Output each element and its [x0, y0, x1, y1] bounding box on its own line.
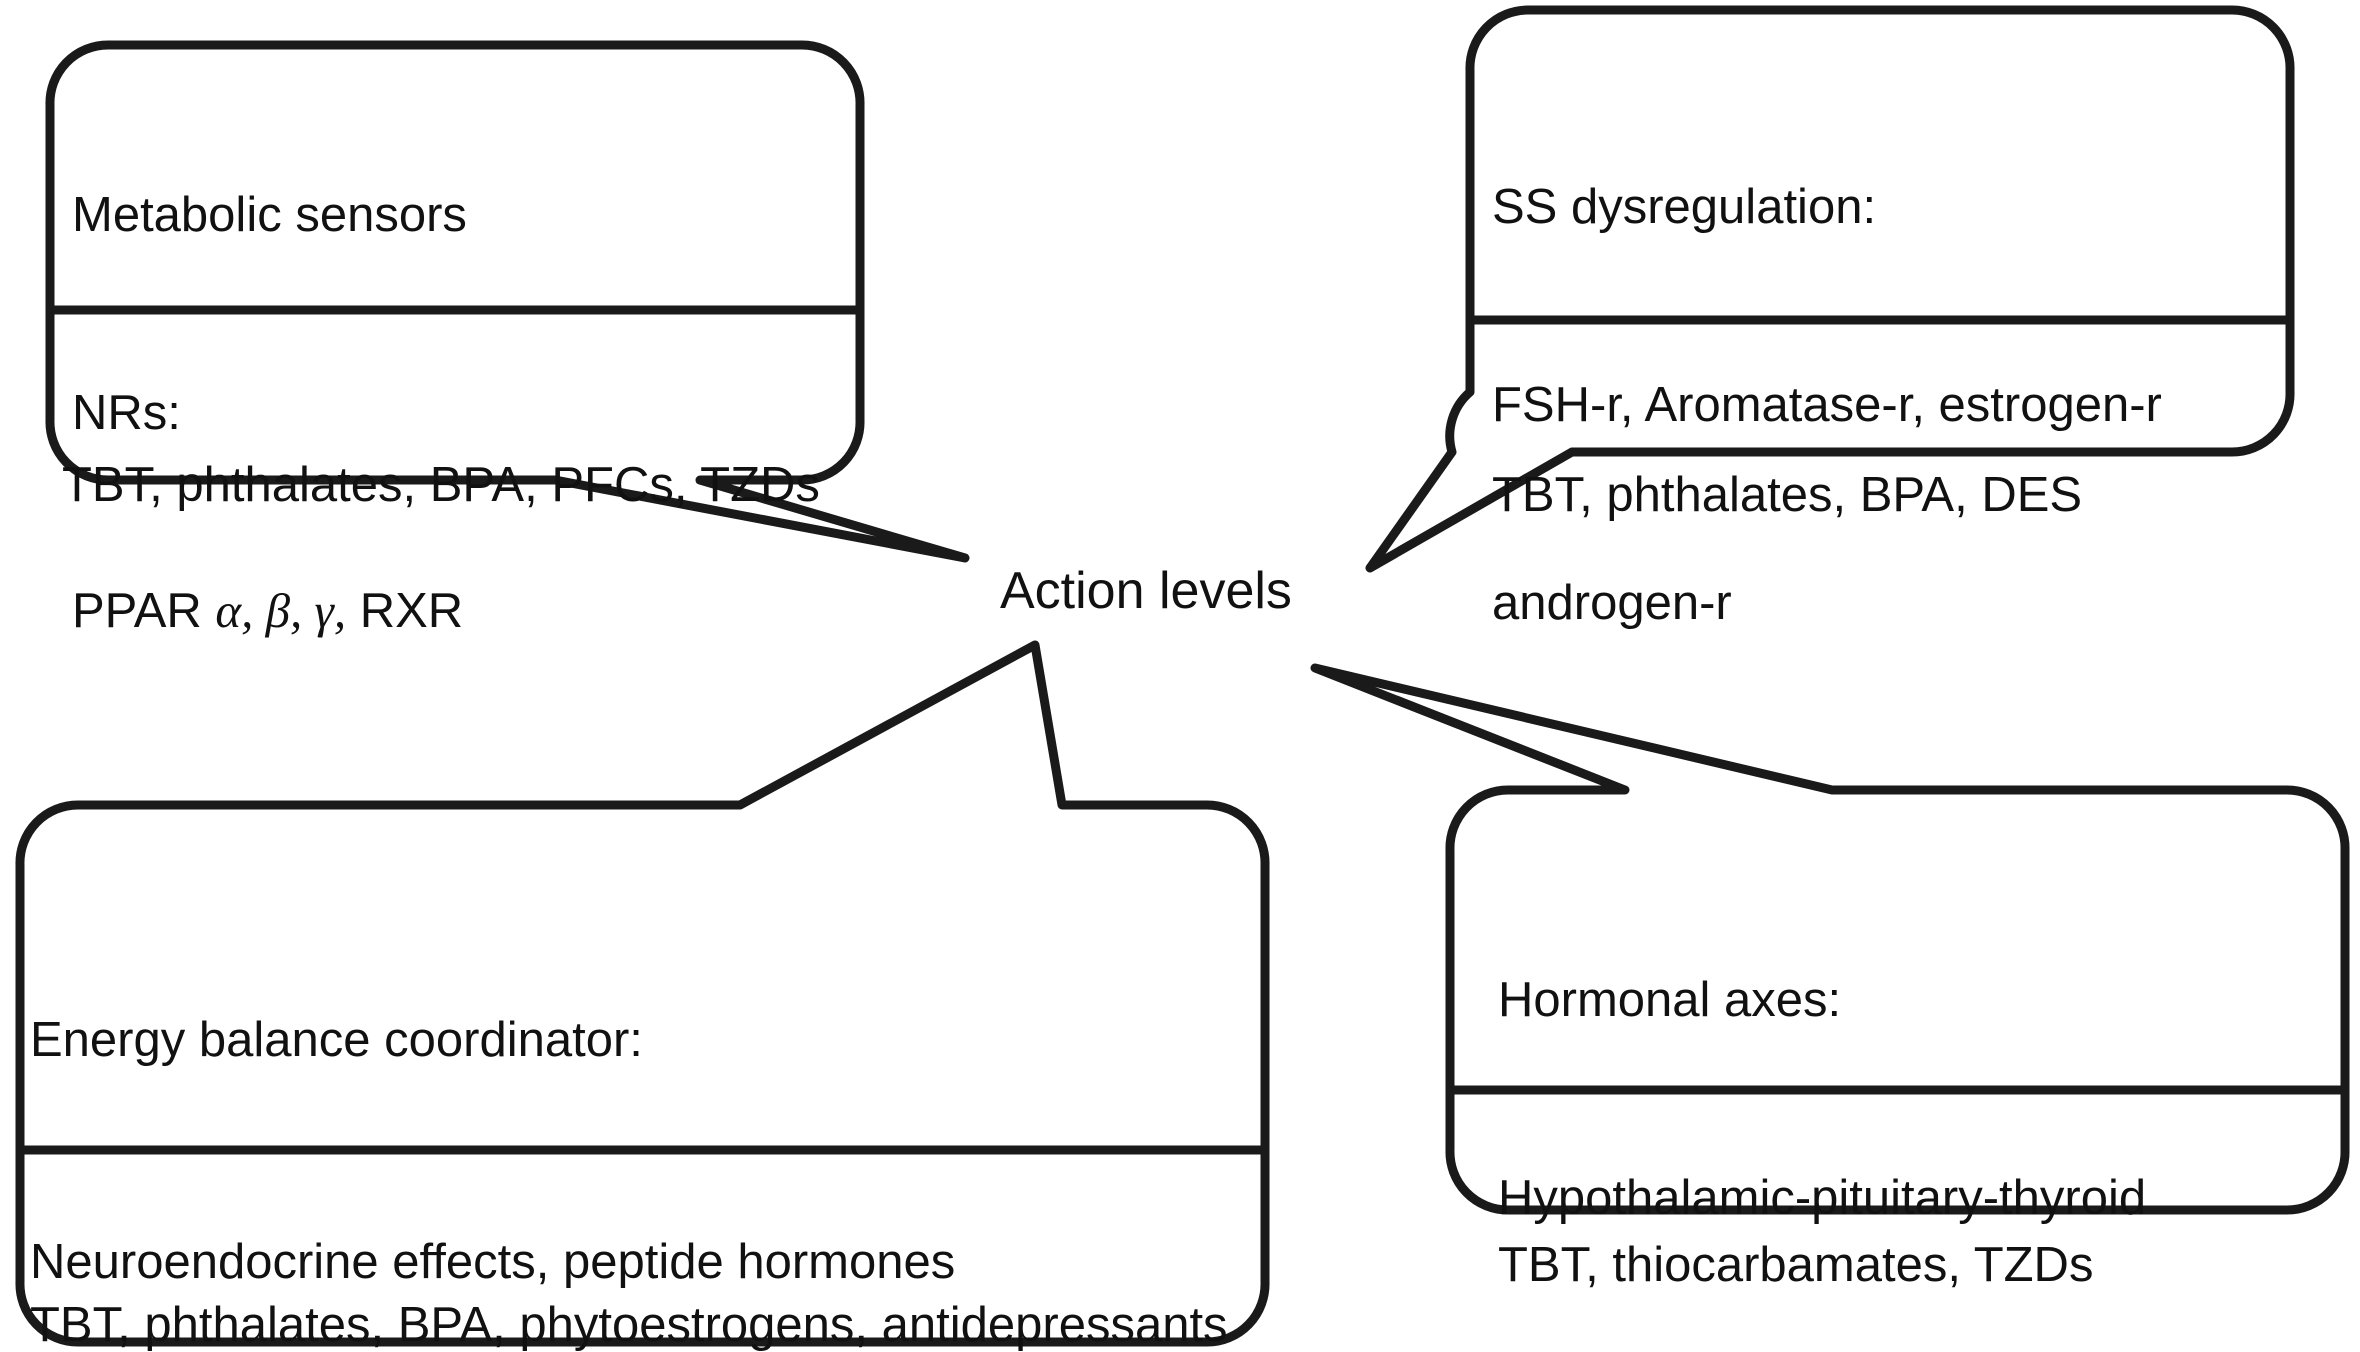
callout-hormonal-axes-header: Hormonal axes: Hypothalamic-pituitary-th… — [1498, 835, 2231, 1352]
callout-energy-balance-footer: TBT, phthalates, BPA, phytoestrogens, an… — [30, 1160, 1228, 1352]
ppar-greek-subtypes: α, β, γ, — [215, 583, 347, 638]
metabolic-sensors-line-3: PPAR α, β, γ, RXR — [72, 578, 467, 644]
metabolic-sensors-chemicals: TBT, phthalates, BPA, PFCs, TZDs — [62, 458, 820, 512]
metabolic-sensors-line-1: Metabolic sensors — [72, 188, 467, 242]
ss-dysregulation-line-3: androgen-r — [1492, 576, 1732, 630]
hormonal-axes-chemicals: TBT, thiocarbamates, TZDs — [1498, 1238, 2094, 1292]
center-hub-label: Action levels — [1000, 562, 1292, 620]
ss-dysregulation-line-2: FSH-r, Aromatase-r, estrogen-r — [1492, 378, 2162, 432]
callout-ss-dysregulation-footer: TBT, phthalates, BPA, DES — [1492, 330, 2082, 660]
ppar-label: PPAR — [72, 584, 216, 638]
hormonal-axes-line-2: Hypothalamic-pituitary-thyroid — [1498, 1171, 2147, 1225]
callout-hormonal-axes-footer: TBT, thiocarbamates, TZDs — [1498, 1100, 2093, 1352]
energy-balance-line-2: Neuroendocrine effects, peptide hormones — [30, 1235, 956, 1289]
callout-energy-balance-header: Energy balance coordinator: Neuroendocri… — [30, 855, 955, 1352]
rxr-label: RXR — [346, 584, 464, 638]
energy-balance-line-1: Energy balance coordinator: — [30, 1013, 643, 1067]
ss-dysregulation-chemicals: TBT, phthalates, BPA, DES — [1492, 468, 2083, 522]
callout-ss-dysregulation-header: SS dysregulation: FSH-r, Aromatase-r, es… — [1492, 42, 2162, 768]
callout-metabolic-sensors-footer: TBT, phthalates, BPA, PFCs, TZDs — [62, 320, 820, 650]
callout-metabolic-sensors-header: Metabolic sensors NRs: PPAR α, β, γ, RXR — [72, 50, 467, 776]
hormonal-axes-line-1: Hormonal axes: — [1498, 973, 1842, 1027]
energy-balance-chemicals: TBT, phthalates, BPA, phytoestrogens, an… — [30, 1298, 1228, 1352]
metabolic-sensors-line-2: NRs: — [72, 386, 181, 440]
ss-dysregulation-line-1: SS dysregulation: — [1492, 180, 1877, 234]
